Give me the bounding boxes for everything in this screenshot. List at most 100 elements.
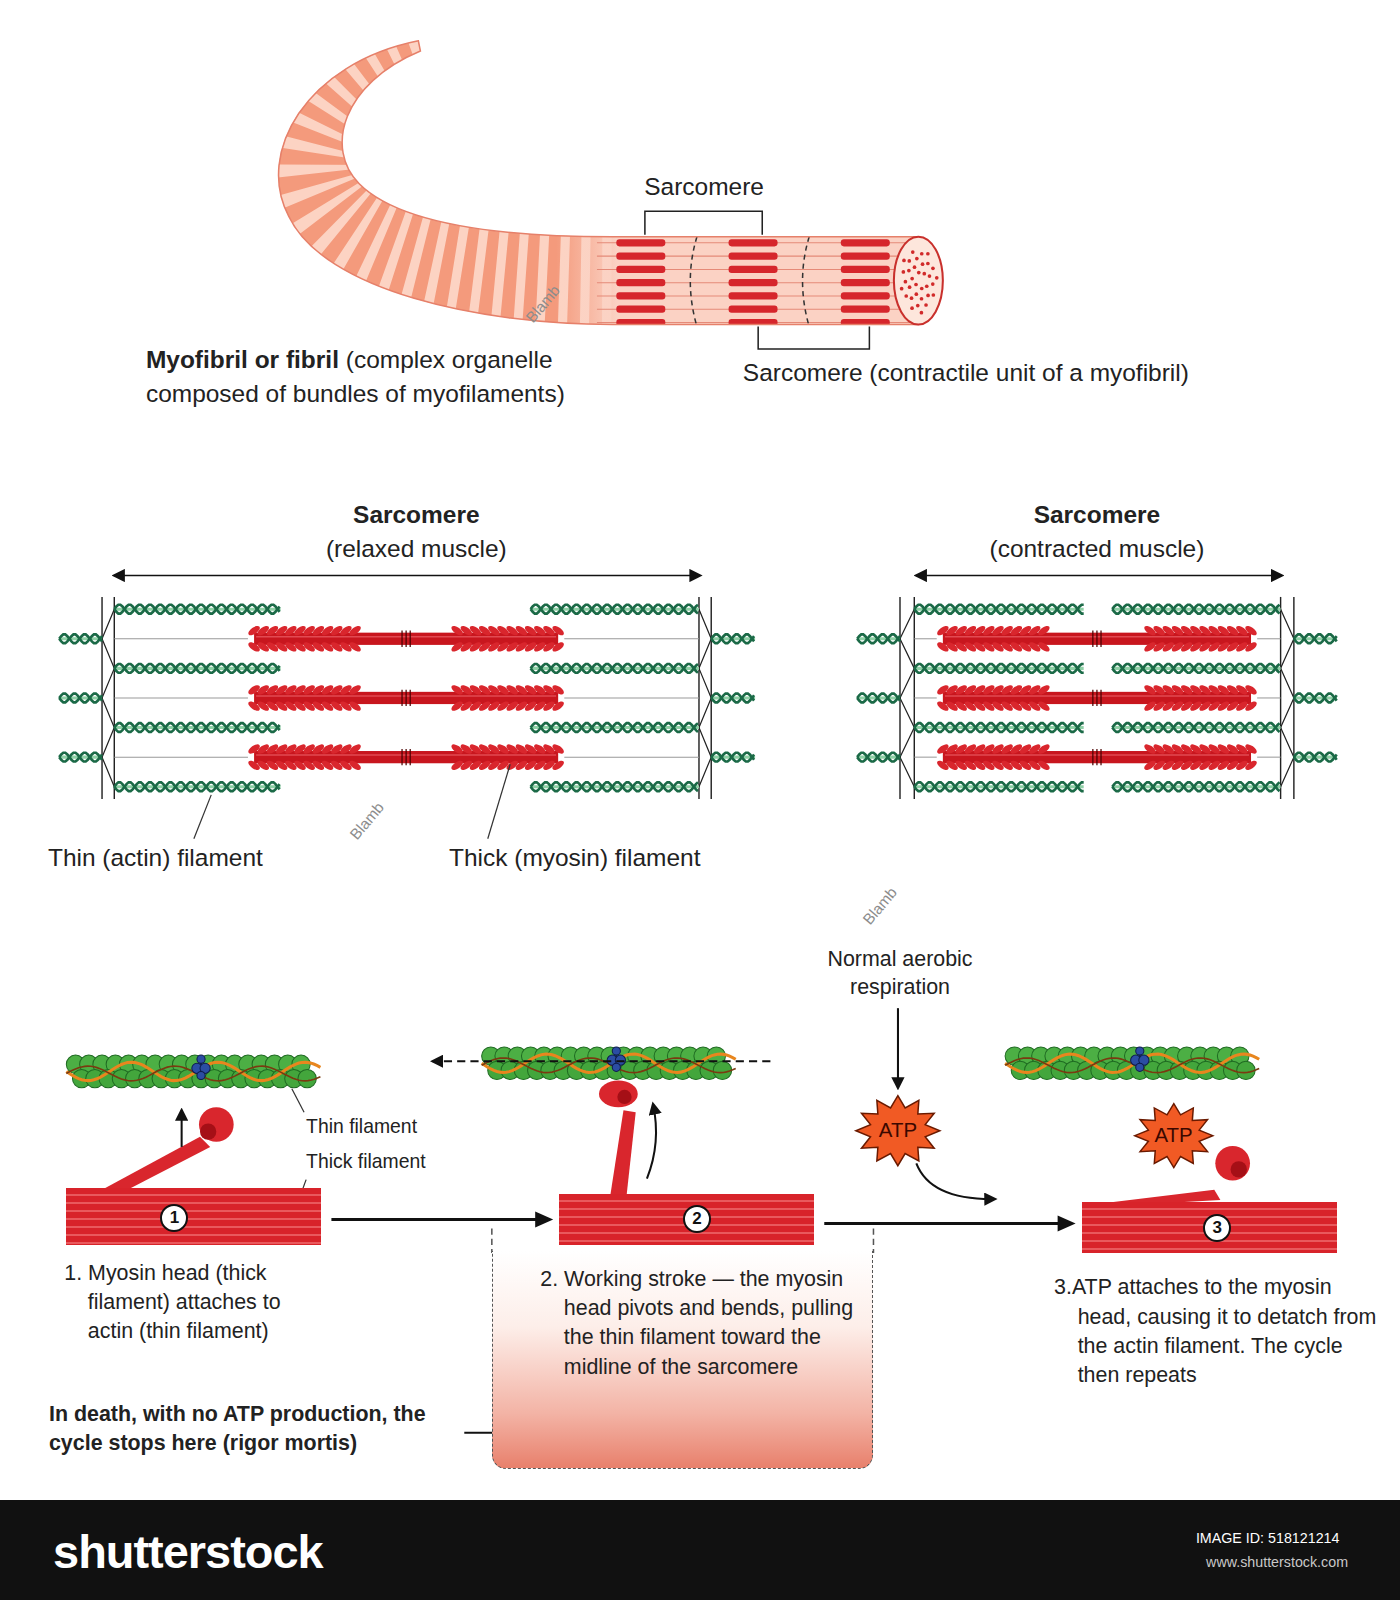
myofilament-dot [926, 262, 930, 266]
actin-strand [1112, 664, 1279, 673]
actin-strand [857, 753, 900, 762]
myofibril-body [204, 20, 939, 347]
myosin-bar [841, 292, 890, 299]
part-label: Thick filament [306, 1149, 459, 1174]
myofilament-dot [904, 280, 908, 284]
panel-heading: Sarcomere [985, 499, 1209, 531]
myosin-bar [729, 266, 778, 273]
myosin-bar [729, 253, 778, 260]
actin-strand [857, 694, 900, 703]
part-label: Thin filament [306, 1114, 459, 1139]
myofilament-dot [907, 269, 911, 273]
myosin-bar [616, 253, 665, 260]
actin-strand [114, 605, 279, 614]
myosin-head [1037, 759, 1052, 772]
actin-strand [857, 694, 900, 703]
motion-arrow [433, 1060, 771, 1062]
actin-strand [1112, 605, 1279, 614]
myosin-bar [616, 292, 665, 299]
myosin-head [1143, 640, 1158, 653]
myosin-head [200, 1123, 216, 1139]
motion-arrow [181, 1110, 183, 1147]
myosin-head [348, 640, 363, 653]
troponin [612, 1047, 620, 1055]
m-line [1100, 690, 1101, 706]
myosin-head [1231, 1161, 1247, 1177]
actin-strand [857, 753, 900, 762]
troponin [1136, 1063, 1144, 1071]
myosin-head [348, 700, 363, 713]
actin-strand [114, 664, 279, 673]
actin-strand [114, 782, 279, 791]
actin-strand [59, 694, 102, 703]
actin-strand [59, 634, 102, 643]
actin-strand [531, 782, 698, 791]
myofilament-dot [910, 306, 914, 310]
actin-strand [1294, 753, 1337, 762]
z-disc [102, 609, 114, 787]
titin-line [564, 638, 699, 639]
watermark: Blamb [346, 798, 389, 844]
callout-number: 2 [683, 1205, 711, 1233]
myofilament-dot [908, 285, 912, 289]
myofilament-dot [910, 296, 914, 300]
myosin-head [1037, 640, 1052, 653]
actin-strand [531, 664, 698, 673]
myofilament-dot [920, 311, 924, 315]
titin-line [914, 638, 936, 639]
actin-strand [711, 694, 754, 703]
myofibril-fill [204, 20, 939, 347]
titin-line [114, 638, 248, 639]
thick-filament: 1 [66, 1188, 321, 1245]
myosin-head [450, 683, 465, 696]
actin-strand [114, 723, 279, 732]
arrowhead [535, 1211, 553, 1227]
myosin-bar [841, 253, 890, 260]
actin-strand [114, 664, 279, 673]
structure-name: Myofibril or fibril [146, 346, 339, 373]
myofilament-dot [926, 294, 930, 298]
myofilament-dot [913, 265, 917, 269]
myofibril-outline [279, 41, 919, 325]
leader-line [194, 795, 211, 839]
myofilament-dot [931, 267, 935, 271]
m-line [1100, 631, 1101, 647]
cycle-arrow-line [331, 1218, 539, 1221]
supply-arrow [916, 1163, 995, 1199]
atp-burst-shape [1134, 1104, 1212, 1168]
actin-strand [711, 694, 754, 703]
actin-strand [531, 723, 698, 732]
myosin-bar [616, 279, 665, 286]
box-dash [873, 1229, 875, 1253]
actin-strand [531, 782, 698, 791]
m-line [406, 749, 407, 765]
z-line [803, 237, 810, 327]
myosin-head [1037, 683, 1052, 696]
myosin-bar [729, 279, 778, 286]
myosin-head [450, 759, 465, 772]
myosin-head [348, 624, 363, 637]
myosin-neck [102, 1137, 210, 1190]
atp-label: ATP [1154, 1124, 1192, 1147]
myofilament-dot [926, 252, 930, 256]
footer-url: www.shutterstock.com [1206, 1553, 1390, 1572]
z-disc [1281, 609, 1294, 787]
myofilament-dot [902, 259, 906, 263]
actin-strand [914, 723, 1083, 732]
m-line [1092, 690, 1093, 706]
myosin-bar [841, 239, 890, 246]
actin-strand [914, 664, 1083, 673]
actin-strand [914, 605, 1083, 614]
bracket-label: Sarcomere (contractile unit of a myofibr… [743, 357, 1314, 389]
atp-label: ATP [879, 1119, 917, 1142]
myosin-head [1143, 743, 1158, 756]
source-label: Normal aerobic respiration [798, 945, 1002, 1002]
sarcomere-filaments [59, 597, 1337, 799]
actin-strand [914, 782, 1083, 791]
myofilament-dot [902, 270, 906, 274]
troponin [612, 1063, 620, 1071]
myofilament-dot [928, 274, 932, 278]
myosin-head [348, 743, 363, 756]
myofilament-dot [904, 294, 908, 298]
